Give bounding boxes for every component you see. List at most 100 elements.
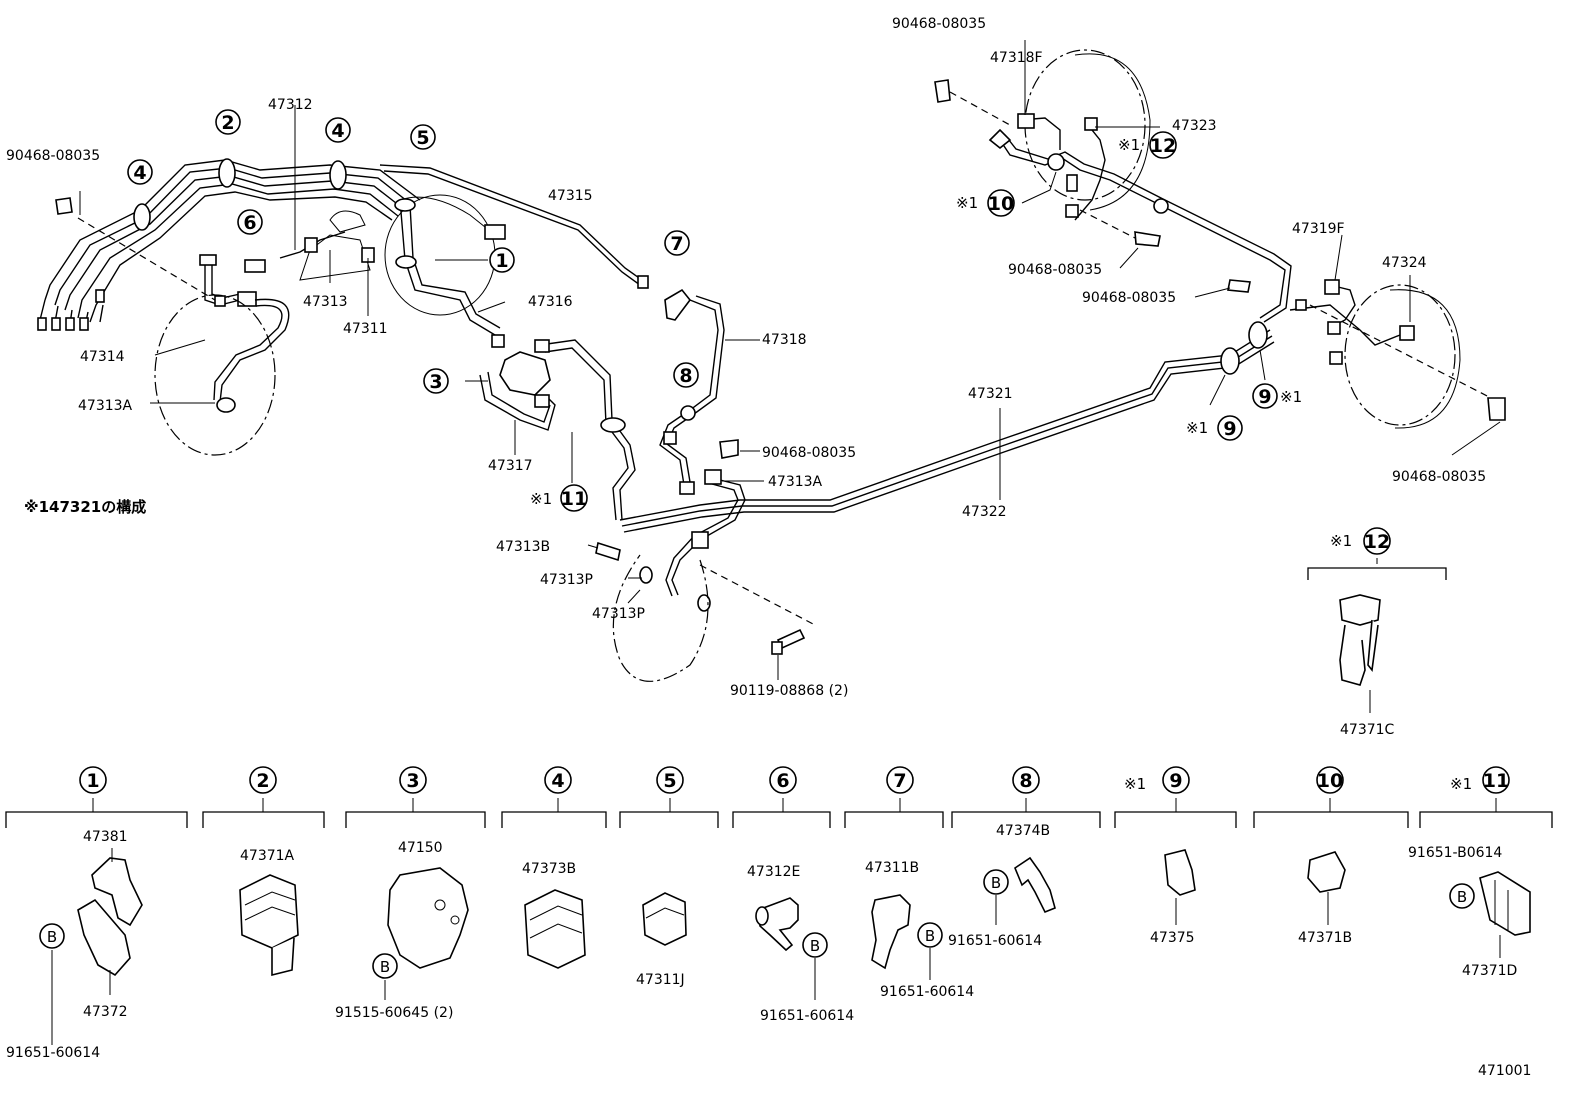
detail-4-number: 4 [551, 770, 564, 792]
center-brake-lines [479, 288, 1275, 682]
callout-1: 1 [495, 250, 508, 272]
detail-1-part-a: 47381 [83, 829, 128, 845]
detail-3-bolt: 91515-60645 (2) [335, 1005, 453, 1021]
label-47371C: 47371C [1340, 722, 1395, 738]
callout-4-left: 4 [133, 162, 146, 184]
detail-8: 8 47374B B 91651-60614 [948, 766, 1056, 949]
label-47313A-left: 47313A [78, 398, 133, 414]
detail-9-star: ※1 [1124, 775, 1146, 793]
detail-1: 1 47381 47372 B 91651-60614 [6, 766, 143, 1061]
detail-7-number: 7 [893, 770, 906, 792]
callout-7: 7 [670, 233, 683, 255]
callout-5: 5 [416, 127, 429, 149]
figure-code: 471001 [1478, 1063, 1531, 1079]
label-47312: 47312 [268, 97, 313, 113]
detail-1-number: 1 [86, 770, 99, 792]
label-47322: 47322 [962, 504, 1007, 520]
detail-11-star: ※1 [1450, 775, 1472, 793]
detail-5-part-a: 47311J [636, 972, 685, 988]
label-47321: 47321 [968, 386, 1013, 402]
detail-11: ※1 11 91651-B0614 B 47371D [1408, 766, 1531, 979]
detail-9: ※1 9 47375 [1124, 766, 1196, 946]
label-47318F: 47318F [990, 50, 1043, 66]
detail-6-bolt: 91651-60614 [760, 1008, 854, 1024]
label-47311: 47311 [343, 321, 388, 337]
detail-1-bolt: 91651-60614 [6, 1045, 100, 1061]
label-90468-08035-top-right: 90468-08035 [892, 16, 986, 32]
label-90119-08868: 90119-08868 (2) [730, 683, 848, 699]
detail-8-bolt-tag: B [991, 874, 1001, 892]
callout-11-star: ※1 [530, 490, 552, 508]
leader-lines [79, 40, 1501, 713]
callout-9-right-star: ※1 [1280, 388, 1302, 406]
callouts: 4 2 4 5 6 1 3 7 8 ※1 11 ※1 10 ※1 12 9 ※1… [127, 109, 1391, 555]
detail-3: 3 47150 B 91515-60645 (2) [335, 766, 469, 1021]
label-47316: 47316 [528, 294, 573, 310]
callout-10-star: ※1 [956, 194, 978, 212]
callout-4-center: 4 [331, 120, 344, 142]
detail-12-star: ※1 [1330, 532, 1352, 550]
rear-brake-lines [934, 49, 1506, 686]
label-90468-08035-bottom-right: 90468-08035 [1392, 469, 1486, 485]
label-47314: 47314 [80, 349, 125, 365]
callout-12: 12 [1150, 135, 1176, 157]
label-47319F: 47319F [1292, 221, 1345, 237]
label-47313A-center: 47313A [768, 474, 823, 490]
detail-5-number: 5 [663, 770, 676, 792]
detail-3-number: 3 [406, 770, 419, 792]
detail-11-bolt-tag: B [1457, 888, 1467, 906]
detail-3-bolt-tag: B [380, 958, 390, 976]
detail-2-part-a: 47371A [240, 848, 295, 864]
detail-10: 10 47371B [1298, 766, 1352, 946]
detail-8-bolt: 91651-60614 [948, 933, 1042, 949]
label-47318: 47318 [762, 332, 807, 348]
label-47315: 47315 [548, 188, 593, 204]
front-left-brake-lines [37, 105, 649, 456]
callout-3: 3 [429, 371, 442, 393]
detail-12-number: 12 [1364, 531, 1390, 553]
detail-4: 4 47373B [522, 766, 586, 969]
callout-9-star: ※1 [1186, 419, 1208, 437]
label-47313B: 47313B [496, 539, 550, 555]
callout-12-star: ※1 [1118, 136, 1140, 154]
detail-11-number: 11 [1483, 770, 1509, 792]
detail-2-number: 2 [256, 770, 269, 792]
callout-9-right: 9 [1258, 386, 1271, 408]
note-47321-composition: ※147321の構成 [24, 498, 146, 516]
detail-11-bolt: 91651-B0614 [1408, 845, 1502, 861]
label-47323: 47323 [1172, 118, 1217, 134]
detail-10-part-a: 47371B [1298, 930, 1352, 946]
detail-6-bolt-tag: B [810, 937, 820, 955]
detail-11-part-a: 47371D [1462, 963, 1517, 979]
detail-7-bolt-tag: B [925, 927, 935, 945]
detail-8-part-a: 47374B [996, 823, 1050, 839]
detail-6-number: 6 [776, 770, 789, 792]
detail-1-part-b: 47372 [83, 1004, 128, 1020]
callout-9: 9 [1223, 418, 1236, 440]
detail-strip: 1 47381 47372 B 91651-60614 2 47371A 3 4… [5, 766, 1553, 1061]
detail-4-part-a: 47373B [522, 861, 576, 877]
detail-7: 7 47311B B 91651-60614 [865, 766, 974, 1000]
detail-3-part-a: 47150 [398, 840, 443, 856]
label-90468-08035-right-center: 90468-08035 [1008, 262, 1102, 278]
label-90468-08035-center: 90468-08035 [762, 445, 856, 461]
label-47313P-lower: 47313P [592, 606, 645, 622]
label-90468-08035-right: 90468-08035 [1082, 290, 1176, 306]
callout-8: 8 [679, 365, 692, 387]
label-47317: 47317 [488, 458, 533, 474]
detail-2: 2 47371A [239, 766, 299, 977]
detail-8-number: 8 [1019, 770, 1032, 792]
detail-7-part-a: 47311B [865, 860, 919, 876]
detail-10-number: 10 [1317, 770, 1343, 792]
callout-11: 11 [561, 488, 587, 510]
part-labels: 90468-08035 47312 47313 47311 47314 4731… [6, 16, 1531, 1079]
label-90468-08035-top-left: 90468-08035 [6, 148, 100, 164]
callout-10: 10 [988, 193, 1014, 215]
label-47313P-upper: 47313P [540, 572, 593, 588]
callout-6: 6 [243, 212, 256, 234]
label-47313: 47313 [303, 294, 348, 310]
detail-7-bolt: 91651-60614 [880, 984, 974, 1000]
detail-9-part-a: 47375 [1150, 930, 1195, 946]
detail-6: 6 47312E B 91651-60614 [747, 766, 854, 1024]
